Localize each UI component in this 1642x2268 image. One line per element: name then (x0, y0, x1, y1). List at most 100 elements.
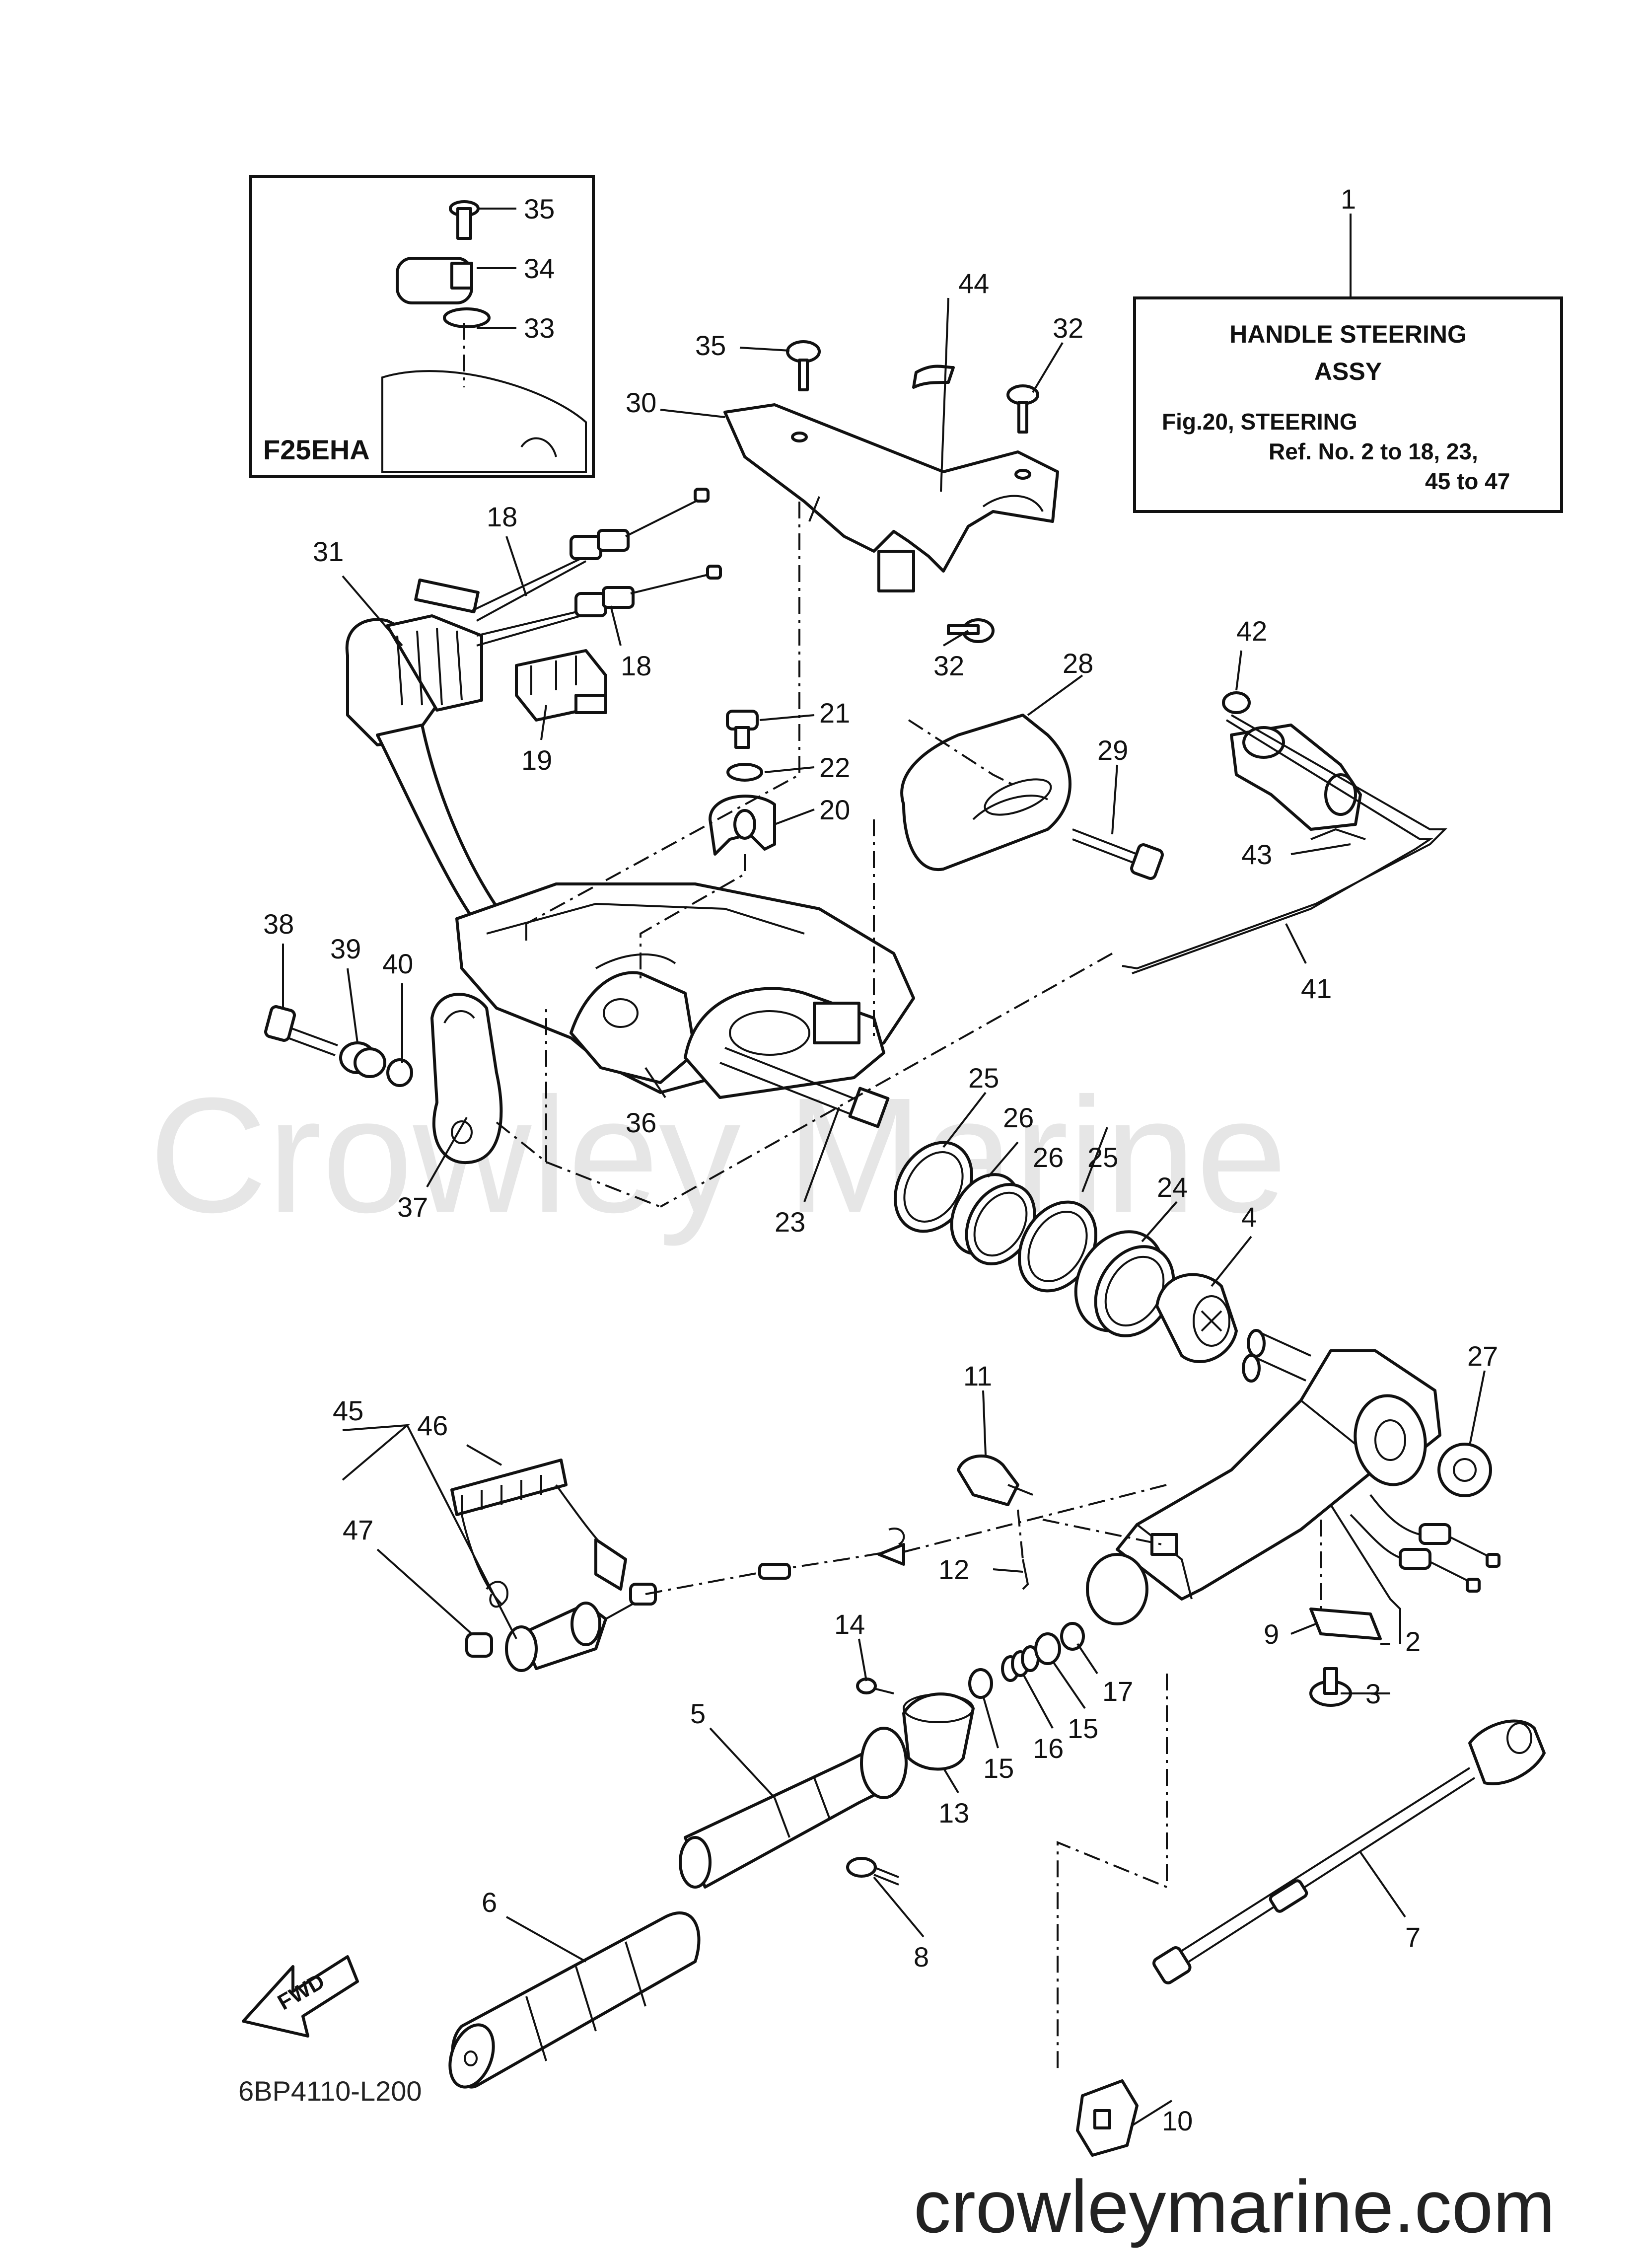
callout-17: 17 (1102, 1676, 1133, 1707)
callout-35a: 35 (524, 193, 555, 224)
knob-11 (957, 1454, 1033, 1506)
handle-box-ref-1: Fig.20, STEERING (1162, 409, 1357, 435)
callout-32a: 32 (1053, 312, 1083, 344)
washer-15b (1034, 1632, 1061, 1665)
callout-8: 8 (914, 1941, 929, 1973)
callout-45: 45 (333, 1395, 363, 1426)
inset-parts (381, 200, 587, 473)
callout-33: 33 (524, 312, 555, 344)
upper-cover-part (723, 403, 1059, 592)
handle-box-title-2: ASSY (1314, 358, 1382, 385)
steering-bracket-2 (1086, 1329, 1441, 1625)
callout-47: 47 (343, 1514, 373, 1545)
callout-40: 40 (382, 948, 413, 979)
callout-34: 34 (524, 253, 555, 284)
cables-18 (471, 488, 722, 647)
stop-switch-45 (505, 1583, 657, 1672)
callout-3: 3 (1365, 1678, 1381, 1709)
handle-box-ref-2: Ref. No. 2 to 18, 23, (1269, 439, 1478, 464)
collar-39 (339, 1041, 386, 1078)
callout-31: 31 (313, 536, 344, 567)
clip-40 (386, 1058, 413, 1087)
bracket-28 (900, 714, 1071, 872)
callout-37: 37 (397, 1191, 428, 1223)
callout-15a: 15 (983, 1753, 1014, 1784)
bolt-38 (264, 1005, 338, 1056)
handle-steering-box (1133, 296, 1563, 513)
callout-4: 4 (1241, 1201, 1257, 1233)
callout-46: 46 (417, 1410, 448, 1441)
callout-16: 16 (1033, 1733, 1064, 1764)
clip-19-part (515, 649, 607, 722)
bushing-26 (950, 1173, 1036, 1265)
bolt-29 (1072, 828, 1164, 880)
link-rod-7 (1152, 1719, 1546, 1984)
grip-6 (448, 1911, 701, 2089)
callout-39: 39 (330, 933, 361, 964)
inset-label: F25EHA (263, 434, 370, 465)
washer-22 (726, 763, 763, 782)
callout-42: 42 (1236, 615, 1267, 647)
fwd-arrow-icon (242, 1955, 359, 2038)
spring-16 (1001, 1645, 1040, 1682)
screw-8 (846, 1857, 899, 1886)
callout-20: 20 (819, 794, 850, 825)
footer-url: crowleymarine.com (914, 2165, 1555, 2248)
lanyard-46 (450, 1459, 627, 1608)
handle-bracket-36 (455, 882, 915, 1099)
shaft-23 (719, 1047, 890, 1128)
inset-box (249, 175, 595, 478)
switch-cable (645, 1484, 1167, 1595)
callout-41: 41 (1301, 973, 1332, 1004)
callout-25a: 25 (968, 1062, 999, 1094)
sleeve-13 (902, 1692, 975, 1771)
callout-11: 11 (963, 1360, 992, 1391)
washer-17 (1060, 1622, 1085, 1651)
clip-10 (1076, 2079, 1139, 2157)
callout-26b: 26 (1033, 1142, 1064, 1173)
callout-19: 19 (521, 744, 552, 776)
callout-38: 38 (263, 908, 294, 940)
cables-2 (1350, 1494, 1500, 1593)
callout-15b: 15 (1068, 1713, 1098, 1744)
handle-box-title-1: HANDLE STEERING (1229, 320, 1467, 348)
callout-1: 1 (1341, 183, 1356, 215)
washer-15a (968, 1668, 993, 1699)
callout-14: 14 (834, 1609, 865, 1640)
diagram-code: 6BP4110-L200 (238, 2075, 422, 2107)
screws-upper (786, 340, 1039, 643)
callout-18a: 18 (487, 501, 517, 532)
washer-27 (1437, 1443, 1492, 1497)
switch-43 (1230, 724, 1366, 840)
bushing-24 (1074, 1230, 1175, 1337)
throttle-shaft-5 (679, 1727, 908, 1889)
handle-box-ref-3: 45 to 47 (1425, 468, 1510, 494)
callout-18b: 18 (621, 650, 651, 681)
callout-43: 43 (1241, 839, 1272, 870)
callout-26a: 26 (1003, 1102, 1034, 1133)
callout-7: 7 (1405, 1921, 1421, 1953)
callout-2: 2 (1405, 1626, 1421, 1657)
screw-14 (856, 1678, 894, 1694)
callout-22: 22 (819, 752, 850, 783)
pin-12 (1022, 1559, 1029, 1590)
link-41 (1122, 714, 1447, 970)
callout-30: 30 (626, 387, 656, 418)
callout-21: 21 (819, 697, 850, 729)
bolt-3 (1309, 1667, 1352, 1707)
callout-5: 5 (690, 1698, 706, 1729)
callout-44: 44 (958, 268, 989, 299)
callout-13: 13 (938, 1797, 969, 1829)
callout-9: 9 (1264, 1618, 1279, 1650)
clip-42 (1222, 691, 1251, 714)
cable-hose-part (376, 724, 503, 925)
callout-35b: 35 (695, 330, 726, 361)
callout-numbers: 1 2 3 4 5 6 7 8 9 10 11 12 13 14 15 15 1… (263, 183, 1498, 2136)
clamp-20 (709, 795, 776, 856)
cam-4 (1155, 1273, 1238, 1363)
callout-6: 6 (482, 1887, 497, 1918)
callout-23: 23 (775, 1206, 805, 1238)
callout-32b: 32 (933, 650, 964, 681)
